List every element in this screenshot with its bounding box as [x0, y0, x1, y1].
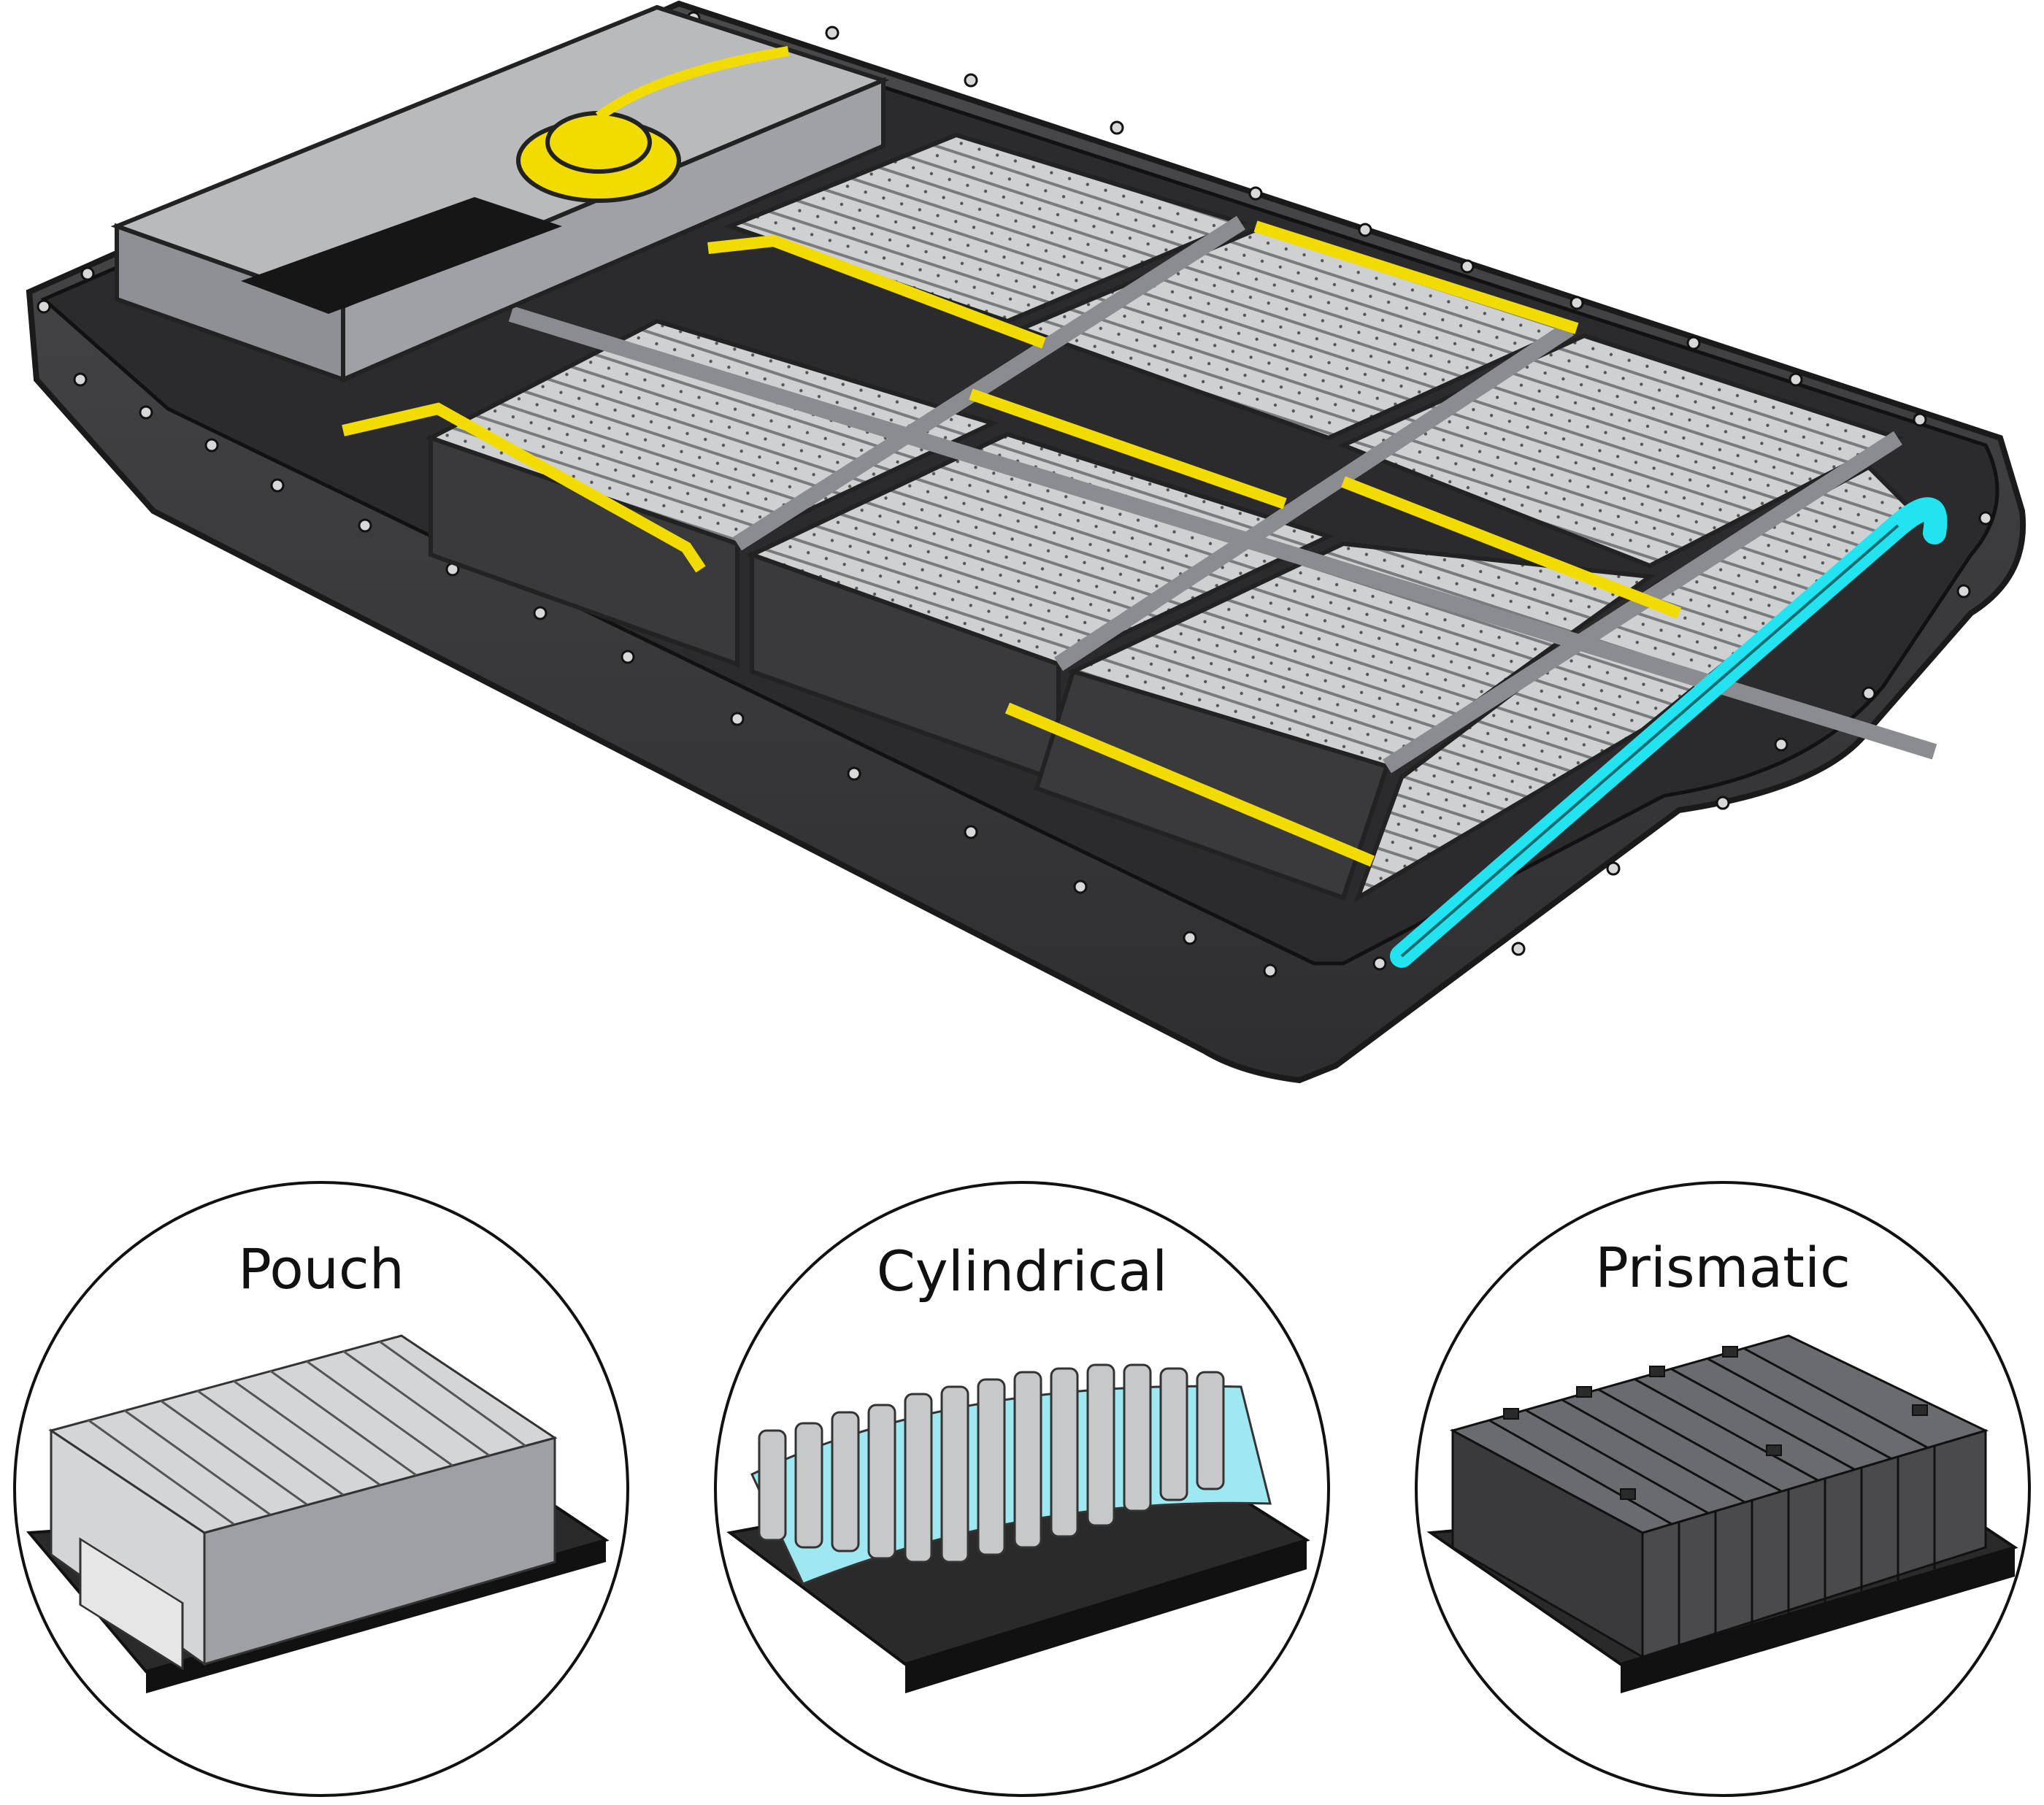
prismatic-cell-module-icon — [1426, 1334, 2018, 1693]
cell-type-cylindrical: Cylindrical — [714, 1181, 1330, 1797]
coolant-line — [1390, 497, 1948, 968]
bms-box — [110, 4, 890, 383]
cell-modules — [425, 132, 1916, 903]
module-side — [1034, 669, 1390, 901]
pouch-cell-module-icon — [26, 1334, 610, 1693]
pouch-window — [79, 1537, 184, 1671]
hv-cable — [595, 46, 790, 121]
cell-type-prismatic: Prismatic — [1415, 1181, 2031, 1797]
cell-type-label: Cylindrical — [877, 1239, 1168, 1304]
cell-type-pouch: Pouch — [13, 1181, 629, 1797]
cell-type-label: Prismatic — [1595, 1235, 1851, 1300]
bms-display-panel — [241, 197, 562, 314]
battery-pack — [26, 0, 2026, 1084]
cell-type-label: Pouch — [238, 1236, 404, 1301]
module-side — [429, 434, 739, 668]
busbars — [342, 220, 1681, 867]
cylindrical-cell-module-icon — [726, 1363, 1310, 1693]
